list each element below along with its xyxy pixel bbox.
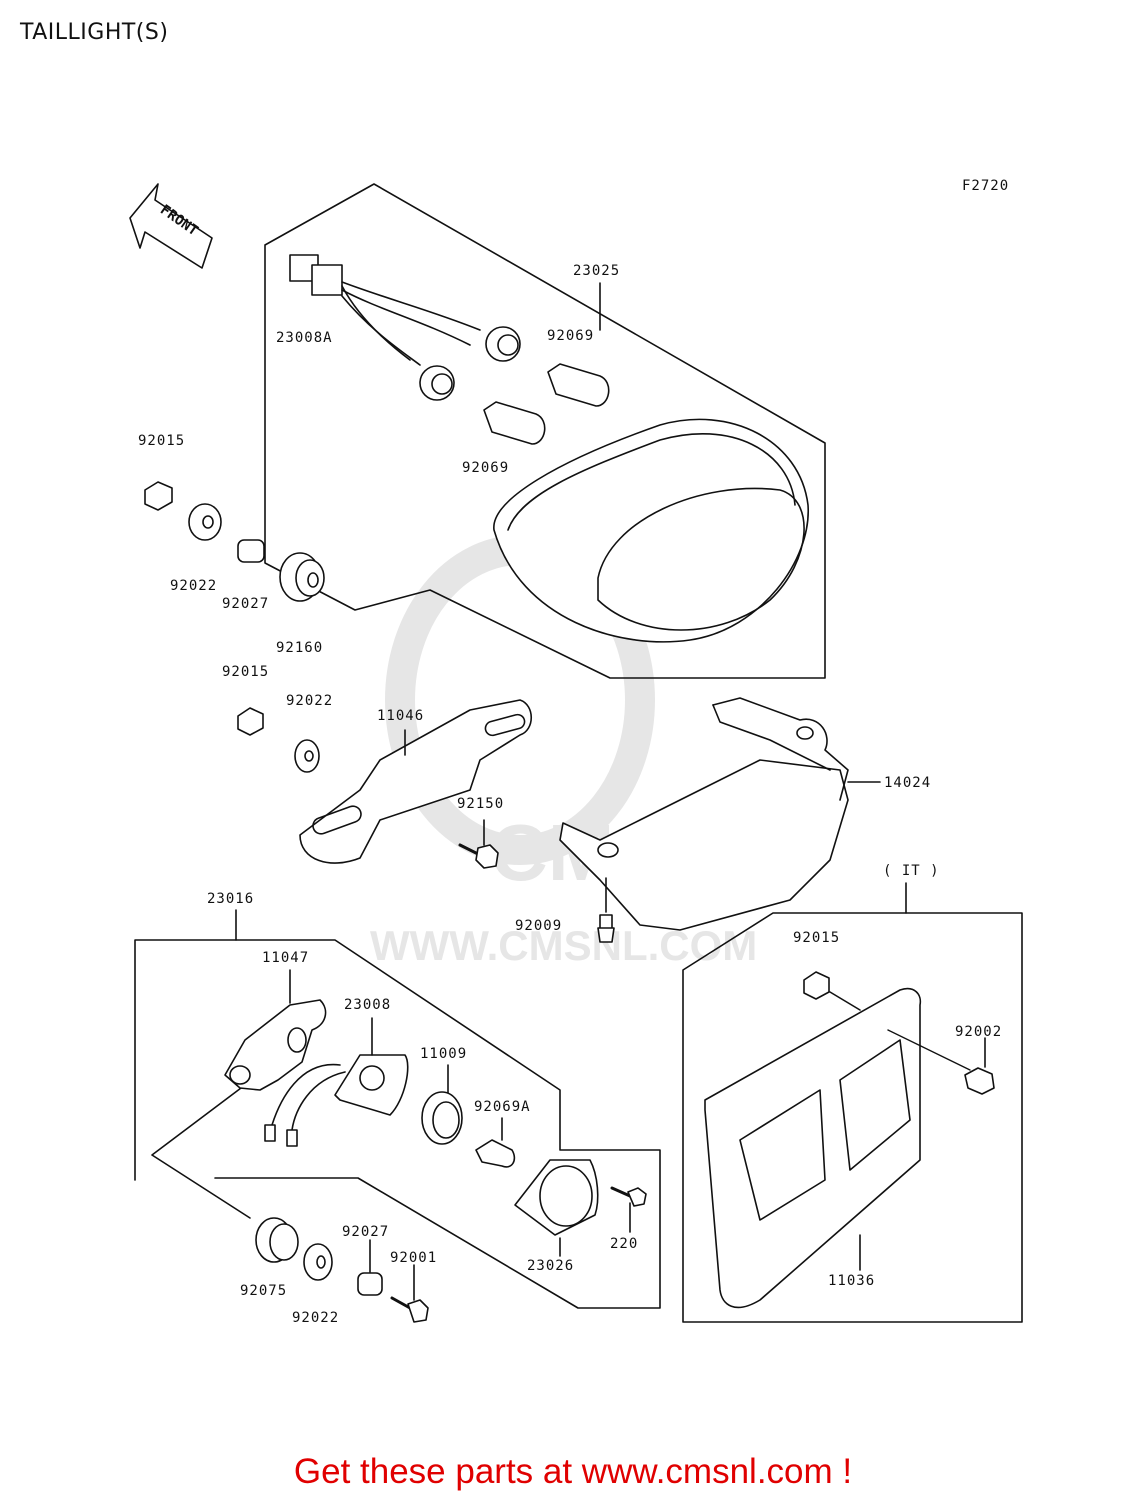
socket-23008: [264, 1054, 409, 1147]
nut-icon: [237, 707, 264, 736]
label-11047: 11047: [262, 950, 309, 966]
assembly-box-23016: [134, 939, 661, 1309]
bolt-icon: [390, 1296, 429, 1323]
label-92022-c: 92022: [292, 1310, 339, 1326]
connector-icon: [289, 254, 481, 366]
collar-icon: [357, 1272, 383, 1296]
grommet-icon: [255, 1217, 299, 1263]
license-plate-bracket: [704, 987, 922, 1309]
washer-icon: [188, 503, 222, 541]
label-92150: 92150: [457, 796, 504, 812]
label-92075: 92075: [240, 1283, 287, 1299]
label-92022-a: 92022: [170, 578, 217, 594]
label-92069A: 92069A: [474, 1099, 531, 1115]
bulb-icon: [475, 1139, 516, 1168]
nut-icon: [803, 971, 830, 1000]
taillight-lens: [493, 418, 809, 643]
label-220: 220: [610, 1236, 638, 1252]
label-92015-c: 92015: [793, 930, 840, 946]
label-23016: 23016: [207, 891, 254, 907]
label-11046: 11046: [377, 708, 424, 724]
label-14024: 14024: [884, 775, 931, 791]
gasket-11009: [421, 1091, 463, 1145]
label-23026: 23026: [527, 1258, 574, 1274]
label-92160: 92160: [276, 640, 323, 656]
label-92027-b: 92027: [342, 1224, 389, 1240]
bolt-icon: [887, 1029, 995, 1095]
label-11036: 11036: [828, 1273, 875, 1289]
lens-23026: [514, 1159, 599, 1236]
nut-icon: [144, 481, 173, 511]
watermark-url: WWW.CMSNL.COM: [370, 922, 757, 969]
washer-icon: [303, 1243, 333, 1281]
label-23008A: 23008A: [276, 330, 333, 346]
page-title: TAILLIGHT(S): [20, 20, 169, 45]
washer-icon: [294, 739, 320, 773]
screw-icon: [610, 1186, 647, 1207]
bulb-icon: [483, 363, 610, 445]
bracket-11047: [224, 999, 327, 1091]
label-92069-b: 92069: [462, 460, 509, 476]
grommet-icon: [279, 552, 325, 602]
socket-icon: [419, 326, 521, 401]
label-92001: 92001: [390, 1250, 437, 1266]
front-arrow-icon: FRONT: [129, 183, 213, 269]
collar-icon: [237, 539, 265, 563]
label-92022-b: 92022: [286, 693, 333, 709]
screw-icon: [597, 914, 615, 943]
label-it: ( IT ): [883, 863, 940, 879]
label-92015-b: 92015: [222, 664, 269, 680]
label-92027-a: 92027: [222, 596, 269, 612]
bracket-11046: [299, 699, 533, 864]
label-92002: 92002: [955, 1024, 1002, 1040]
label-11009: 11009: [420, 1046, 467, 1062]
label-23008: 23008: [344, 997, 391, 1013]
figure-code: F2720: [962, 178, 1009, 194]
bolt-icon: [458, 843, 499, 869]
label-92009: 92009: [515, 918, 562, 934]
parts-diagram: CMS WWW.CMSNL.COM FRONT: [129, 178, 1023, 1326]
label-92015-a: 92015: [138, 433, 185, 449]
footer-link[interactable]: Get these parts at www.cmsnl.com !: [293, 1452, 853, 1491]
label-92069-a: 92069: [547, 328, 594, 344]
label-23025: 23025: [573, 263, 620, 279]
assembly-box-it: [682, 912, 1023, 1323]
